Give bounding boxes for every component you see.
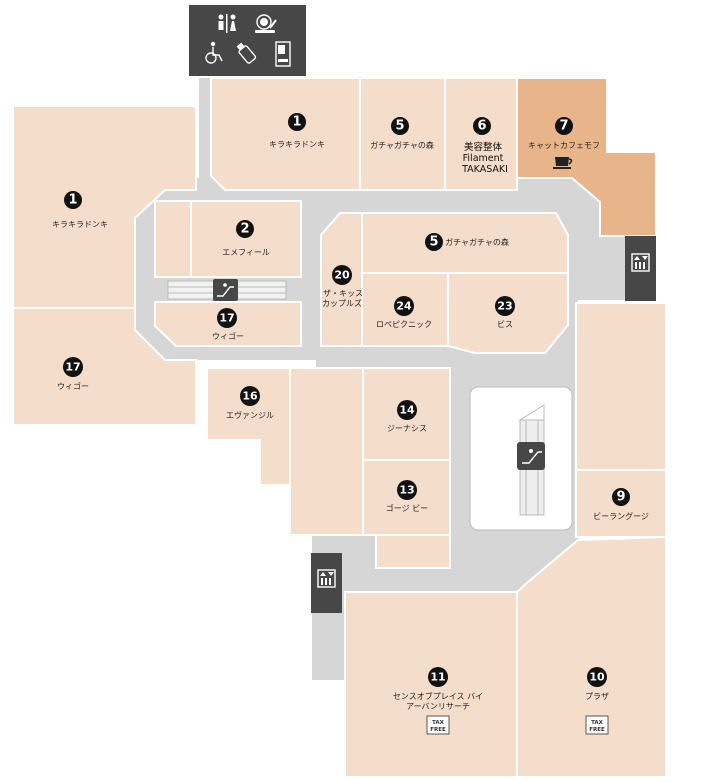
store-marker-evangiru[interactable]: 16 エヴァンジル <box>226 386 274 420</box>
wheelchair-icon[interactable] <box>205 41 223 64</box>
store-name: ビス <box>497 320 513 329</box>
store-name: ビーラングージ <box>593 511 649 521</box>
corridor-lower-mid <box>376 568 520 592</box>
elevator-right[interactable] <box>625 236 656 301</box>
store-marker-gacha-mid[interactable]: 5 ガチャガチャの森 <box>425 233 509 251</box>
store-block-column <box>289 367 364 536</box>
store-marker-wego-left[interactable]: 17 ウィゴー <box>57 357 89 391</box>
baby-bottle-icon[interactable] <box>235 41 257 64</box>
elevator-lower[interactable] <box>311 553 342 613</box>
store-name: エメフィール <box>222 248 270 257</box>
elevator-icon <box>317 569 336 588</box>
store-marker-robepikunikku[interactable]: 24 ロペピクニック <box>376 296 432 329</box>
store-name: カップルズ <box>322 298 362 308</box>
store-number: 17 <box>219 312 234 325</box>
store-marker-wego-center[interactable]: 17 ウィゴー <box>212 308 244 341</box>
store-name: エヴァンジル <box>226 410 274 420</box>
store-marker-cat-cafe[interactable]: 7 キャットカフェモフ <box>528 117 600 169</box>
store-number: 23 <box>497 300 512 313</box>
store-block-gacha-mid[interactable] <box>361 212 569 274</box>
store-number: 10 <box>589 671 605 684</box>
store-number: 17 <box>65 361 80 374</box>
store-block-kirakira-top[interactable] <box>210 77 361 191</box>
tax-free-badge: TAX FREE <box>585 715 609 735</box>
escalator-icon <box>213 279 238 301</box>
store-number: 20 <box>334 269 350 282</box>
store-marker-sense[interactable]: 11 センスオブプレイス バイ アーバンリサーチ TAX FREE <box>393 667 483 735</box>
store-name: Filament <box>463 153 504 164</box>
facility-top-bg <box>189 5 306 76</box>
store-marker-plaza[interactable]: 10 プラザ TAX FREE <box>585 667 609 735</box>
store-number: 5 <box>395 119 404 134</box>
store-name: ガチャガチャの森 <box>370 140 434 150</box>
store-number: 1 <box>68 193 77 208</box>
store-name: プラザ <box>585 692 609 701</box>
store-number: 9 <box>616 490 625 505</box>
store-number: 13 <box>399 484 414 497</box>
store-number: 24 <box>396 300 412 313</box>
store-name: ウィゴー <box>57 381 89 391</box>
vending-machine-icon[interactable] <box>275 41 291 67</box>
escalator-center-right[interactable] <box>469 386 573 531</box>
store-marker-kirakira-top[interactable]: 1 キラキラドンキ <box>269 113 325 149</box>
store-block-small-lower <box>375 534 451 569</box>
store-marker-emphiil[interactable]: 2 エメフィール <box>222 220 270 257</box>
store-block-plaza[interactable] <box>516 535 667 778</box>
store-block-wego-left[interactable] <box>12 307 197 426</box>
store-name: 美容整体 <box>464 141 503 153</box>
store-name: ジーナシス <box>387 424 427 433</box>
facility-top <box>189 5 306 76</box>
coffee-cup-icon <box>553 157 573 169</box>
store-marker-village[interactable]: 9 ビーラングージ <box>593 488 649 521</box>
store-name: キラキラドンキ <box>52 220 108 229</box>
store-name: キャットカフェモフ <box>528 141 600 150</box>
store-marker-gacha-top[interactable]: 5 ガチャガチャの森 <box>370 117 434 150</box>
powder-room-icon[interactable] <box>255 14 277 33</box>
tax-free-text: TAX <box>432 720 445 726</box>
store-name: アーバンリサーチ <box>406 702 470 711</box>
store-marker-biyou[interactable]: 6 美容整体 Filament TAKASAKI <box>461 117 508 175</box>
tax-free-text: FREE <box>589 727 605 733</box>
store-number: 2 <box>240 222 249 237</box>
elevator-icon <box>631 253 650 272</box>
store-number: 1 <box>292 115 301 130</box>
store-name: センスオブプレイス バイ <box>393 691 483 701</box>
store-name: ガチャガチャの森 <box>445 237 509 247</box>
store-marker-kiss[interactable]: 20 ザ・キッス カップルズ <box>322 265 363 308</box>
tax-free-badge: TAX FREE <box>426 715 450 735</box>
store-number: 6 <box>477 119 486 134</box>
store-name: ゴージ ビー <box>386 503 428 513</box>
tax-free-text: TAX <box>591 720 604 726</box>
store-name: ロペピクニック <box>376 320 432 329</box>
store-name: TAKASAKI <box>461 164 508 175</box>
store-block-sense[interactable] <box>344 591 518 778</box>
tax-free-text: FREE <box>430 727 446 733</box>
restroom-icon[interactable] <box>218 14 237 33</box>
store-marker-gojibi[interactable]: 13 ゴージ ビー <box>386 480 428 513</box>
store-number: 5 <box>429 235 438 250</box>
store-number: 11 <box>430 671 445 684</box>
store-block-emphiil[interactable] <box>190 200 302 278</box>
store-name: ウィゴー <box>212 331 244 341</box>
escalator-left-inner[interactable] <box>167 279 287 301</box>
store-block-right-upper <box>575 302 667 471</box>
store-marker-kirakira-left[interactable]: 1 キラキラドンキ <box>52 191 108 229</box>
store-marker-bis[interactable]: 23 ビス <box>495 296 515 329</box>
store-number: 7 <box>559 119 568 134</box>
store-block-evangiru[interactable] <box>206 367 291 486</box>
store-marker-jinasis[interactable]: 14 ジーナシス <box>387 400 427 433</box>
escalator-icon <box>517 442 545 470</box>
store-block-inner-small <box>154 200 192 278</box>
store-number: 14 <box>399 404 415 417</box>
store-name: キラキラドンキ <box>269 140 325 149</box>
store-number: 16 <box>242 390 258 403</box>
store-name: ザ・キッス <box>323 289 363 298</box>
